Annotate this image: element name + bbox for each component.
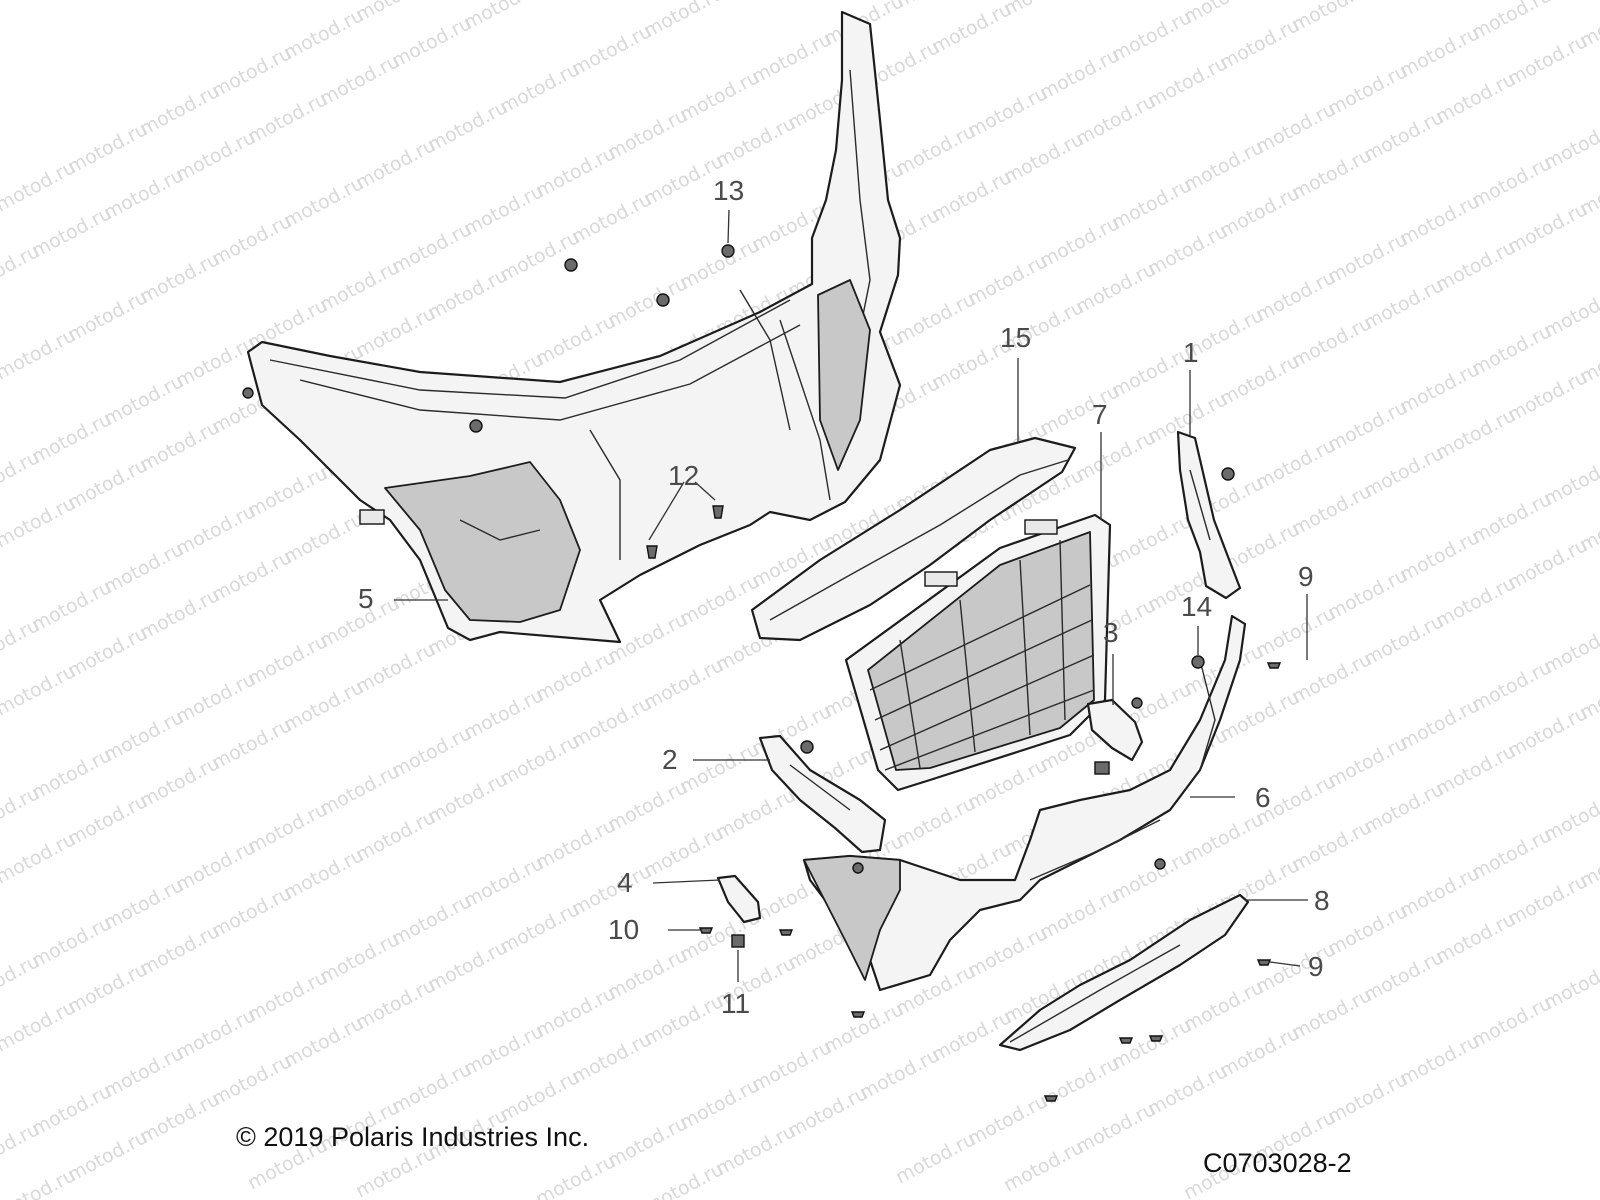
callout-14: 14 xyxy=(1181,591,1212,622)
small-bracket xyxy=(716,874,762,924)
callout-1: 1 xyxy=(1183,337,1199,368)
watermark-text: motod.ru xyxy=(640,0,727,42)
watermark-text: motod.ru xyxy=(1540,786,1600,846)
watermark-text: motod.ru xyxy=(460,0,547,34)
callout-2: 2 xyxy=(662,744,678,775)
watermark-text: motod.ru xyxy=(1540,450,1600,510)
watermark-text: motod.ru xyxy=(1468,0,1555,44)
callout-13: 13 xyxy=(713,175,744,206)
callout-15: 15 xyxy=(1000,322,1031,353)
watermark-text: motod.ru xyxy=(1288,0,1375,36)
drawing-number: C0703028-2 xyxy=(1203,1148,1352,1178)
watermark-text: motod.ru xyxy=(1540,114,1600,174)
callout-11: 11 xyxy=(721,988,750,1019)
copyright-notice: © 2019 Polaris Industries Inc. xyxy=(236,1122,590,1152)
watermark-text: motod.ru xyxy=(1000,0,1087,20)
center-bracket xyxy=(1086,697,1144,775)
callout-3: 3 xyxy=(1103,617,1119,648)
right-bracket xyxy=(1176,430,1242,600)
watermark-text: motod.ru xyxy=(1180,0,1267,28)
callout-4: 4 xyxy=(617,867,633,898)
callout-6: 6 xyxy=(1255,782,1271,813)
watermark-text: motod.ru xyxy=(1540,954,1600,1014)
watermark-text: motod.ru xyxy=(928,0,1015,58)
front-fascia-panel xyxy=(242,10,902,644)
lower-guard xyxy=(998,893,1250,1052)
callout-10: 10 xyxy=(608,914,639,945)
watermark-text: motod.ru xyxy=(1540,618,1600,678)
callout-7: 7 xyxy=(1092,399,1108,430)
watermark-text: motod.ru xyxy=(1540,282,1600,342)
mesh-grille xyxy=(844,513,1112,792)
callout-12: 12 xyxy=(668,460,699,491)
lower-bumper xyxy=(802,614,1247,992)
callout-5: 5 xyxy=(358,583,374,614)
watermark-text: motod.ru xyxy=(352,0,439,26)
callout-8: 8 xyxy=(1314,885,1330,916)
callout-9-lower: 9 xyxy=(1308,951,1324,982)
callout-9-upper: 9 xyxy=(1298,561,1314,592)
watermark-text: motod.ru xyxy=(712,0,799,4)
watermark-text: motod.ru xyxy=(892,0,979,12)
callout-labels: 13 12 15 1 7 5 14 9 3 2 6 4 8 10 9 11 xyxy=(358,175,1330,1019)
upper-grille-panel xyxy=(750,436,1077,642)
fasteners xyxy=(469,244,1282,1102)
leader-lines xyxy=(394,209,1308,982)
watermark-text: motod.ru xyxy=(1540,0,1600,6)
left-bracket xyxy=(758,734,887,854)
